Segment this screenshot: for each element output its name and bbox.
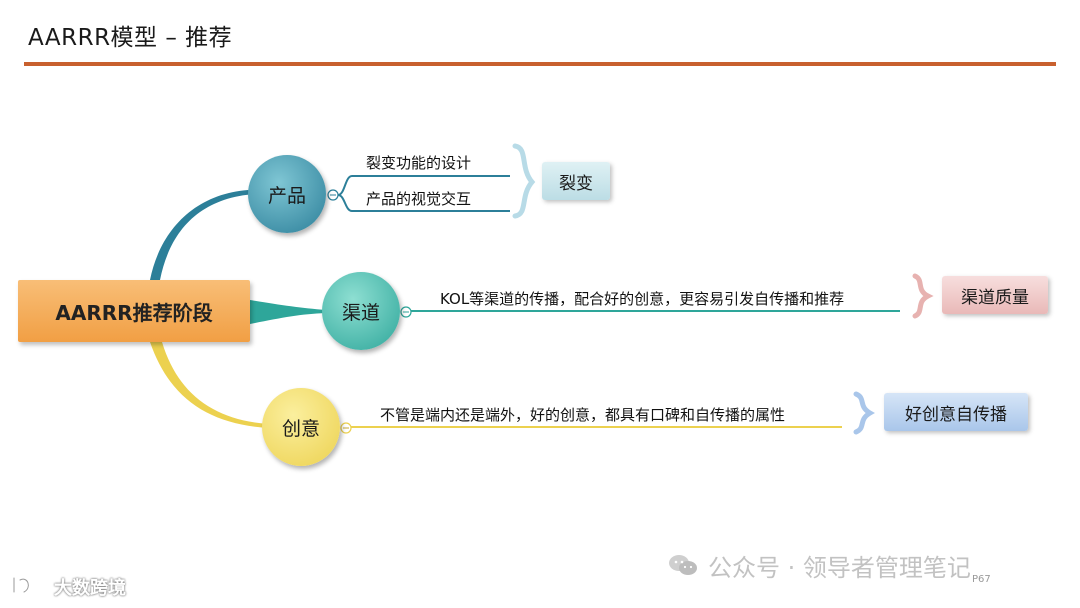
root-node: AARRR推荐阶段 [18, 280, 250, 342]
brand-text: 大数跨境 [54, 578, 126, 599]
leaf-idea-word-of-mouth: 不管是端内还是端外，好的创意，都具有口碑和自传播的属性 [380, 406, 786, 424]
branch-node-product: 产品 [248, 155, 326, 233]
tag-channel-quality: 渠道质量 [942, 276, 1048, 314]
tag-fission: 裂变 [542, 162, 610, 200]
wechat-icon [669, 555, 697, 575]
brace-product [512, 143, 536, 219]
title-divider [24, 62, 1056, 66]
leaf-channel-kol: KOL等渠道的传播，配合好的创意，更容易引发自传播和推荐 [440, 290, 845, 308]
connector-idea [150, 342, 268, 428]
watermark-text: 公众号 · 领导者管理笔记 [708, 554, 971, 582]
connector-channel [250, 300, 326, 324]
branch-node-idea: 创意 [262, 388, 340, 466]
slide-title: AARRR模型 – 推荐 [28, 25, 233, 51]
brace-channel [912, 273, 934, 319]
brace-idea [853, 391, 875, 435]
branch-node-channel: 渠道 [322, 272, 400, 350]
leaf-product-visual-interaction: 产品的视觉交互 [366, 190, 472, 208]
tag-self-spread: 好创意自传播 [884, 393, 1028, 431]
leaf-product-fission-design: 裂变功能的设计 [366, 154, 472, 172]
page-number: P67 [972, 574, 991, 585]
leaf-connector-product-2 [337, 194, 510, 212]
leaf-connector-product-1 [337, 175, 510, 196]
brand-logo-icon [12, 576, 30, 594]
connector-product [150, 190, 255, 280]
